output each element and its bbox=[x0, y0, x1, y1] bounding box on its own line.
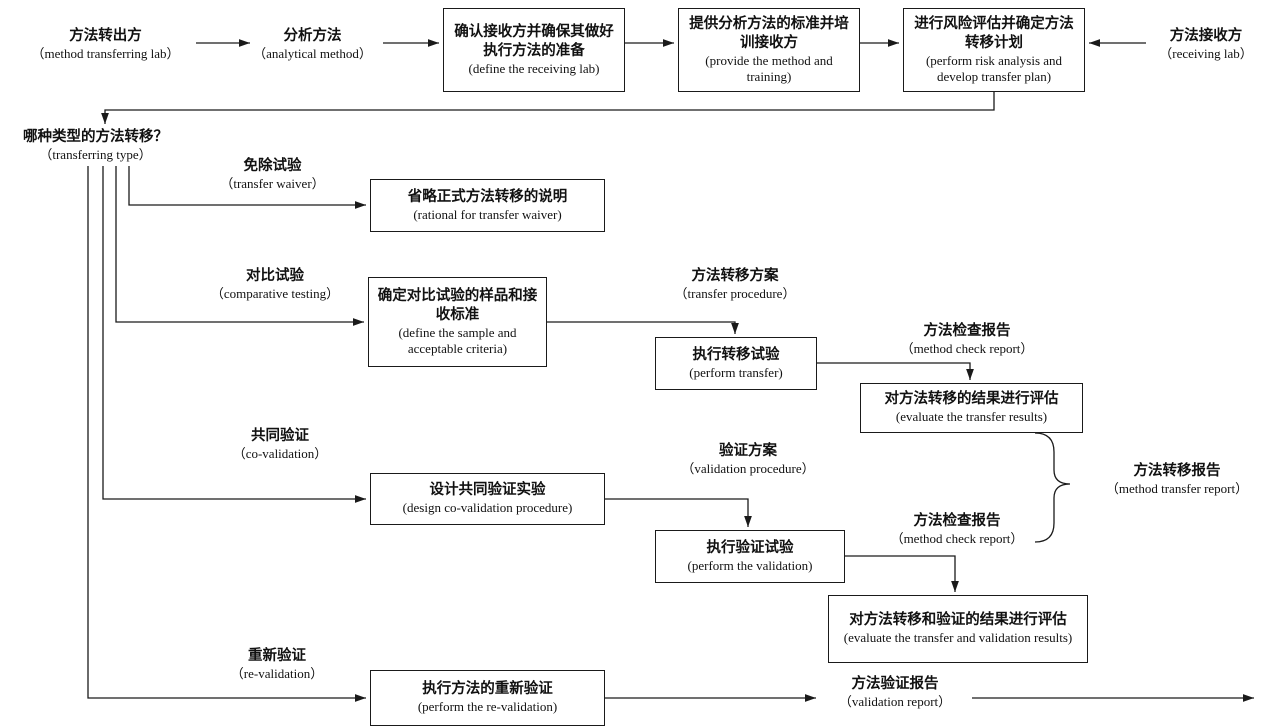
connector-type-to-waiver bbox=[128, 166, 366, 209]
box-en: (define the receiving lab) bbox=[468, 61, 600, 76]
label-receiving-lab: 方法接收方 （receiving lab） bbox=[1150, 27, 1262, 62]
label-zh: 方法接收方 bbox=[1169, 28, 1243, 44]
box-en: (design co-validation procedure) bbox=[402, 500, 573, 516]
label-zh: 重新验证 bbox=[248, 648, 306, 664]
box-evaluate-transfer-validation-results: 对方法转移和验证的结果进行评估 (evaluate the transfer a… bbox=[828, 595, 1088, 663]
label-en: （method transfer report） bbox=[1105, 481, 1249, 497]
label-zh: 对比试验 bbox=[246, 268, 304, 284]
label-en: （receiving lab） bbox=[1159, 46, 1253, 62]
box-en: (rational for transfer waiver) bbox=[413, 206, 562, 222]
box-en: (perform the re-validation) bbox=[417, 699, 558, 715]
box-risk-analysis-transfer-plan: 进行风险评估并确定方法转移计划 (perform risk analysis a… bbox=[903, 8, 1085, 92]
label-co-validation: 共同验证 （co-validation） bbox=[210, 427, 350, 462]
label-comparative-testing: 对比试验 （comparative testing） bbox=[195, 267, 355, 302]
box-zh: 进行风险评估并确定方法转移计划 bbox=[914, 15, 1074, 51]
box-zh: 对方法转移的结果进行评估 bbox=[884, 391, 1059, 408]
connector-type-to-revalidation bbox=[87, 166, 366, 702]
connector-design-covalidation-to-perform-validation bbox=[605, 498, 752, 527]
label-en: （validation report） bbox=[838, 694, 952, 710]
connector-type-to-comparative bbox=[115, 166, 364, 326]
box-en: (perform the validation) bbox=[687, 557, 813, 573]
label-zh: 方法转移报告 bbox=[1133, 463, 1221, 479]
label-zh: 方法检查报告 bbox=[923, 323, 1011, 339]
box-zh: 执行验证试验 bbox=[706, 539, 794, 556]
box-zh: 提供分析方法的标准并培训接收方 bbox=[689, 15, 849, 51]
label-zh: 方法转移方案 bbox=[691, 268, 779, 284]
label-en: （transferring type） bbox=[39, 147, 152, 163]
label-en: （transfer procedure） bbox=[674, 286, 796, 302]
box-en: (evaluate the transfer and validation re… bbox=[843, 630, 1073, 646]
label-en: （co-validation） bbox=[232, 446, 328, 462]
label-transfer-procedure: 方法转移方案 （transfer procedure） bbox=[655, 267, 815, 302]
connector-perform-validation-to-evaluate bbox=[845, 555, 959, 592]
label-en: （method check report） bbox=[890, 531, 1024, 547]
brace-to-method-transfer-report bbox=[1034, 432, 1071, 543]
label-en: （comparative testing） bbox=[210, 286, 340, 302]
box-zh: 确定对比试验的样品和接收标准 bbox=[377, 287, 538, 323]
label-method-transferring-lab: 方法转出方 （method transferring lab） bbox=[13, 27, 198, 62]
box-provide-method-training: 提供分析方法的标准并培训接收方 (provide the method and … bbox=[678, 8, 860, 92]
box-zh: 设计共同验证实验 bbox=[429, 482, 546, 499]
connector-risk-analysis-to-transferring-type bbox=[101, 92, 995, 124]
label-method-transfer-report: 方法转移报告 （method transfer report） bbox=[1085, 462, 1269, 497]
box-zh: 执行方法的重新验证 bbox=[422, 681, 553, 698]
label-zh: 分析方法 bbox=[283, 28, 342, 44]
label-zh: 方法检查报告 bbox=[913, 513, 1001, 529]
box-evaluate-transfer-results: 对方法转移的结果进行评估 (evaluate the transfer resu… bbox=[860, 383, 1083, 433]
label-validation-procedure: 验证方案 （validation procedure） bbox=[663, 442, 833, 477]
box-en: (perform transfer) bbox=[689, 364, 783, 380]
label-transferring-type: 哪种类型的方法转移？ （transferring type） bbox=[3, 128, 188, 163]
label-analytical-method: 分析方法 （analytical method） bbox=[245, 27, 380, 62]
box-perform-validation: 执行验证试验 (perform the validation) bbox=[655, 530, 845, 583]
box-zh: 确认接收方并确保其做好执行方法的准备 bbox=[454, 23, 614, 59]
label-en: （method transferring lab） bbox=[31, 46, 180, 62]
label-zh: 方法转出方 bbox=[69, 28, 142, 44]
label-en: （method check report） bbox=[900, 341, 1034, 357]
label-en: （analytical method） bbox=[253, 46, 372, 62]
box-perform-revalidation: 执行方法的重新验证 (perform the re-validation) bbox=[370, 670, 605, 726]
box-design-covalidation: 设计共同验证实验 (design co-validation procedure… bbox=[370, 473, 605, 525]
connector-perform-transfer-to-evaluate bbox=[817, 362, 974, 380]
label-zh: 哪种类型的方法转移？ bbox=[23, 129, 168, 145]
connector-define-sample-to-perform-transfer bbox=[547, 321, 739, 334]
label-transfer-waiver: 免除试验 （transfer waiver） bbox=[200, 157, 345, 192]
label-zh: 验证方案 bbox=[719, 443, 777, 459]
box-define-receiving-lab: 确认接收方并确保其做好执行方法的准备 (define the receiving… bbox=[443, 8, 625, 92]
box-en: (define the sample and acceptable criter… bbox=[398, 324, 517, 357]
label-method-check-report-transfer: 方法检查报告 （method check report） bbox=[877, 322, 1057, 357]
box-zh: 对方法转移和验证的结果进行评估 bbox=[849, 612, 1067, 629]
label-zh: 共同验证 bbox=[251, 428, 309, 444]
box-en: (perform risk analysis and develop trans… bbox=[925, 52, 1063, 85]
label-en: （transfer waiver） bbox=[220, 176, 325, 192]
label-zh: 方法验证报告 bbox=[851, 676, 939, 692]
label-validation-report: 方法验证报告 （validation report） bbox=[823, 675, 967, 711]
box-define-sample-criteria: 确定对比试验的样品和接收标准 (define the sample and ac… bbox=[368, 277, 547, 367]
connector-type-to-covalidation bbox=[102, 166, 366, 503]
label-zh: 免除试验 bbox=[243, 158, 302, 174]
box-en: (provide the method and training) bbox=[705, 52, 833, 85]
box-zh: 执行转移试验 bbox=[692, 346, 780, 363]
label-en: （validation procedure） bbox=[681, 461, 815, 477]
box-waiver-rationale: 省略正式方法转移的说明 (rational for transfer waive… bbox=[370, 179, 605, 232]
label-en: （re-validation） bbox=[230, 666, 324, 682]
label-method-check-report-validation: 方法检查报告 （method check report） bbox=[867, 512, 1047, 547]
label-re-validation: 重新验证 （re-validation） bbox=[207, 647, 347, 682]
box-en: (evaluate the transfer results) bbox=[895, 409, 1048, 425]
box-zh: 省略正式方法转移的说明 bbox=[407, 188, 568, 205]
box-perform-transfer: 执行转移试验 (perform transfer) bbox=[655, 337, 817, 390]
